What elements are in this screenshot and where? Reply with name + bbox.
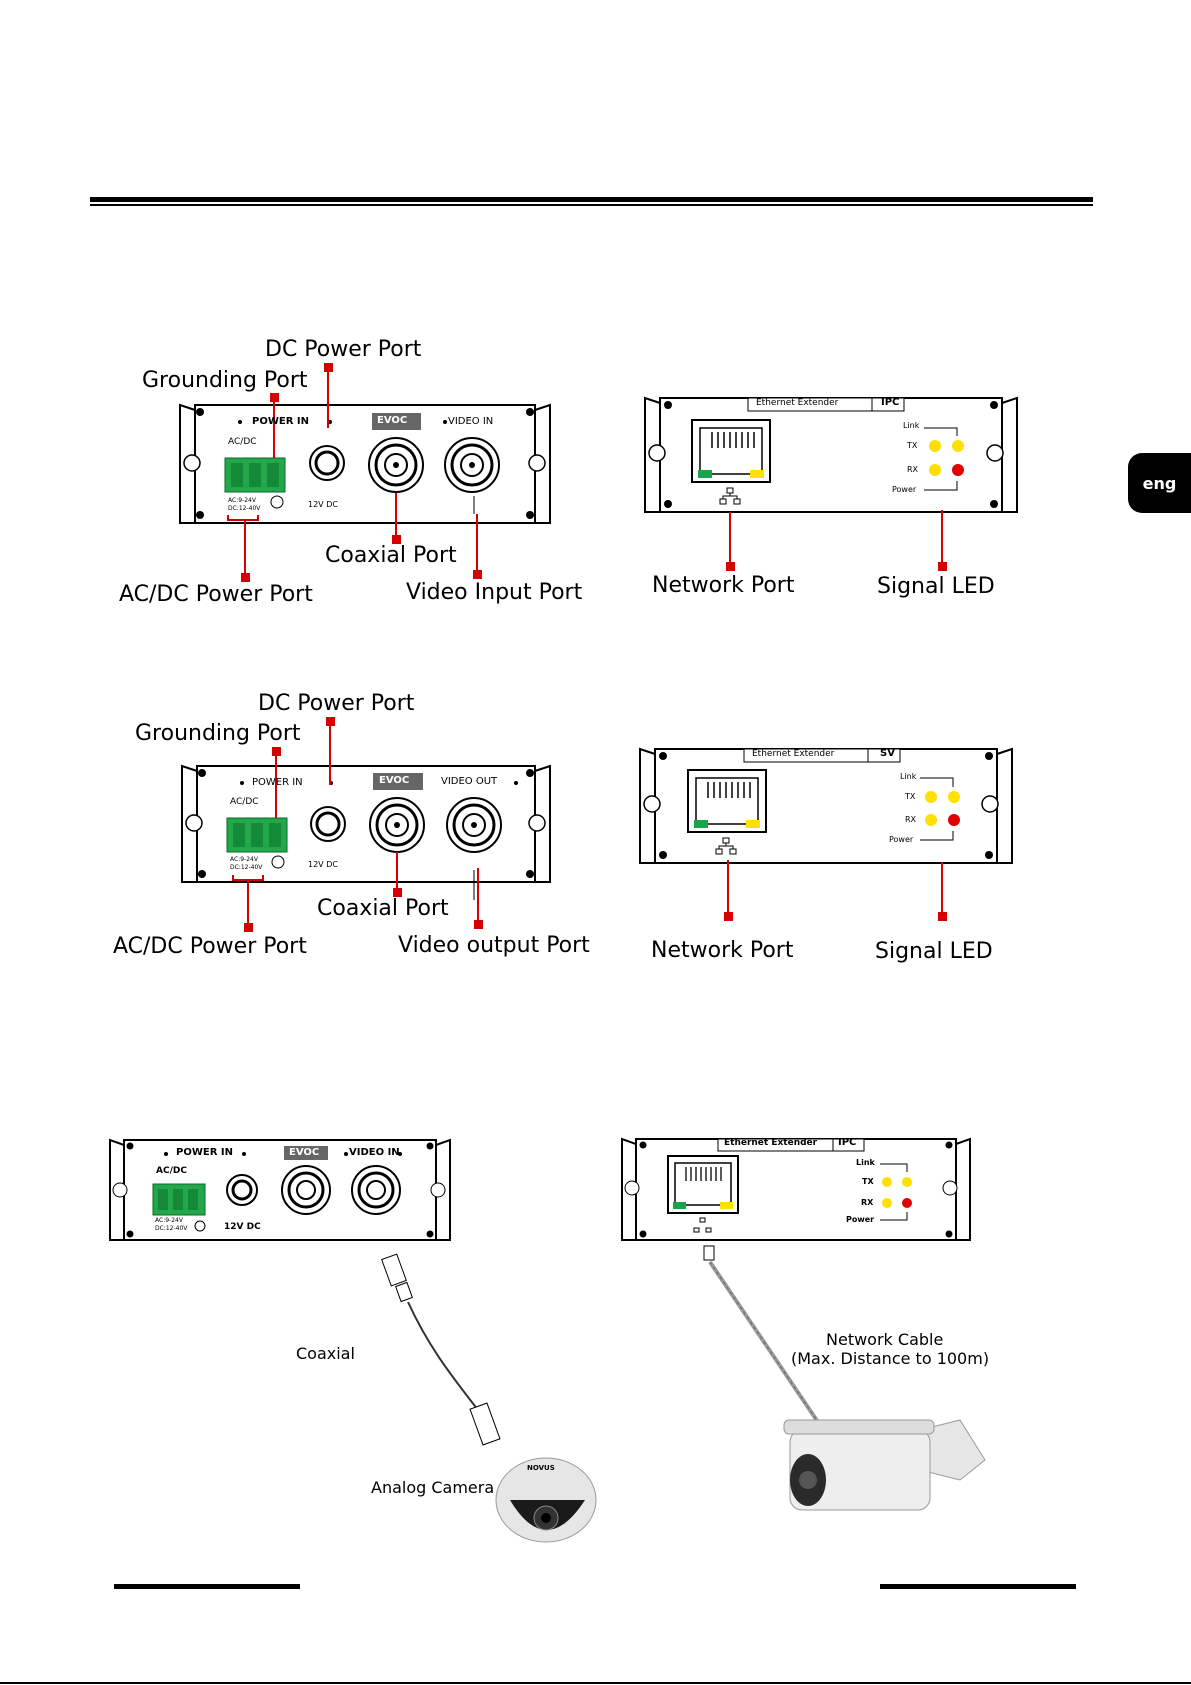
evoc-label: EVOC: [377, 415, 408, 426]
coaxial-port-label: Coaxial Port: [325, 543, 457, 568]
acdc-label: AC/DC: [228, 437, 257, 447]
dc-power-port-label: DC Power Port: [265, 337, 422, 362]
sv-rx: RX: [905, 815, 917, 824]
page-bottom-line: [0, 1682, 1191, 1684]
network-cable-label: Network Cable: [826, 1330, 944, 1349]
header-rule-thick: [90, 197, 1093, 202]
sv-network-port-label: Network Port: [651, 938, 794, 963]
conn-dc-spec: DC:12-40V: [155, 1225, 188, 1232]
conn-acdc: AC/DC: [156, 1166, 187, 1176]
coaxial-label: Coaxial: [296, 1344, 355, 1363]
conn-power: Power: [846, 1215, 875, 1224]
dome-camera: [495, 1457, 597, 1543]
footer-rule-left: [114, 1584, 300, 1589]
ipc-power: Power: [892, 485, 917, 494]
bnc-coax: [368, 437, 424, 493]
bnc-video: [444, 437, 500, 493]
ipc-rx: RX: [907, 465, 919, 474]
sv-link: Link: [900, 772, 917, 781]
conn-ac-spec: AC:9-24V: [155, 1217, 183, 1224]
ipc-network-port-label: Network Port: [652, 573, 795, 598]
header-rule-thin: [90, 204, 1093, 206]
rx-acdc-label: AC/DC: [230, 797, 259, 807]
terminal-block: [224, 457, 286, 493]
language-tab[interactable]: eng: [1128, 453, 1191, 513]
sv-model: SV: [880, 748, 895, 759]
sv-power: Power: [889, 835, 914, 844]
conn-dc12: 12V DC: [224, 1222, 261, 1232]
conn-video-in: VIDEO IN: [349, 1147, 400, 1158]
conn-evoc: EVOC: [289, 1147, 320, 1158]
conn-rx: RX: [861, 1198, 874, 1207]
rx-coaxial-port-label: Coaxial Port: [317, 896, 449, 921]
max-distance-label: (Max. Distance to 100m): [791, 1349, 990, 1368]
sv-signal-led-label: Signal LED: [875, 939, 993, 964]
rx-dc12-label: 12V DC: [308, 860, 338, 869]
bullet-camera: [783, 1419, 986, 1511]
ipc-tx: TX: [907, 441, 918, 450]
rx-dc-spec: DC:12-40V: [230, 864, 263, 871]
conn-model: IPC: [838, 1137, 857, 1148]
rx-evoc-label: EVOC: [379, 775, 410, 786]
analog-camera-label: Analog Camera: [371, 1478, 495, 1497]
conn-power-in: POWER IN: [176, 1147, 233, 1158]
video-input-port-label: Video Input Port: [406, 580, 583, 605]
dc-spec: DC:12-40V: [228, 505, 261, 512]
rx-dc-power-port-label: DC Power Port: [258, 691, 415, 716]
rx-power-in-label: POWER IN: [252, 777, 303, 788]
rx-grounding-port-label: Grounding Port: [135, 721, 301, 746]
ipc-model: IPC: [881, 397, 900, 408]
rx-acdc-power-port-label: AC/DC Power Port: [113, 934, 307, 959]
acdc-power-port-label: AC/DC Power Port: [119, 582, 313, 607]
ipc-brand: Ethernet Extender: [756, 398, 839, 408]
power-in-label: POWER IN: [252, 416, 309, 427]
ipc-signal-led-label: Signal LED: [877, 574, 995, 599]
rx-ac-spec: AC:9-24V: [230, 856, 258, 863]
video-output-port-label: Video output Port: [398, 933, 590, 958]
grounding-port-label: Grounding Port: [142, 368, 308, 393]
video-out-label: VIDEO OUT: [441, 776, 498, 787]
dome-camera-brand: NOVUS: [527, 1464, 555, 1472]
sv-tx: TX: [905, 792, 916, 801]
ac-spec: AC:9-24V: [228, 497, 256, 504]
sv-brand: Ethernet Extender: [752, 749, 835, 759]
coaxial-cable: [381, 1253, 501, 1446]
dc12-label: 12V DC: [308, 500, 338, 509]
video-in-label: VIDEO IN: [448, 416, 494, 427]
ipc-link: Link: [903, 421, 920, 430]
footer-rule-right: [880, 1584, 1076, 1589]
conn-tx: TX: [862, 1177, 874, 1186]
network-cable: [703, 1245, 833, 1447]
conn-brand: Ethernet Extender: [724, 1138, 818, 1148]
conn-link: Link: [856, 1158, 875, 1167]
